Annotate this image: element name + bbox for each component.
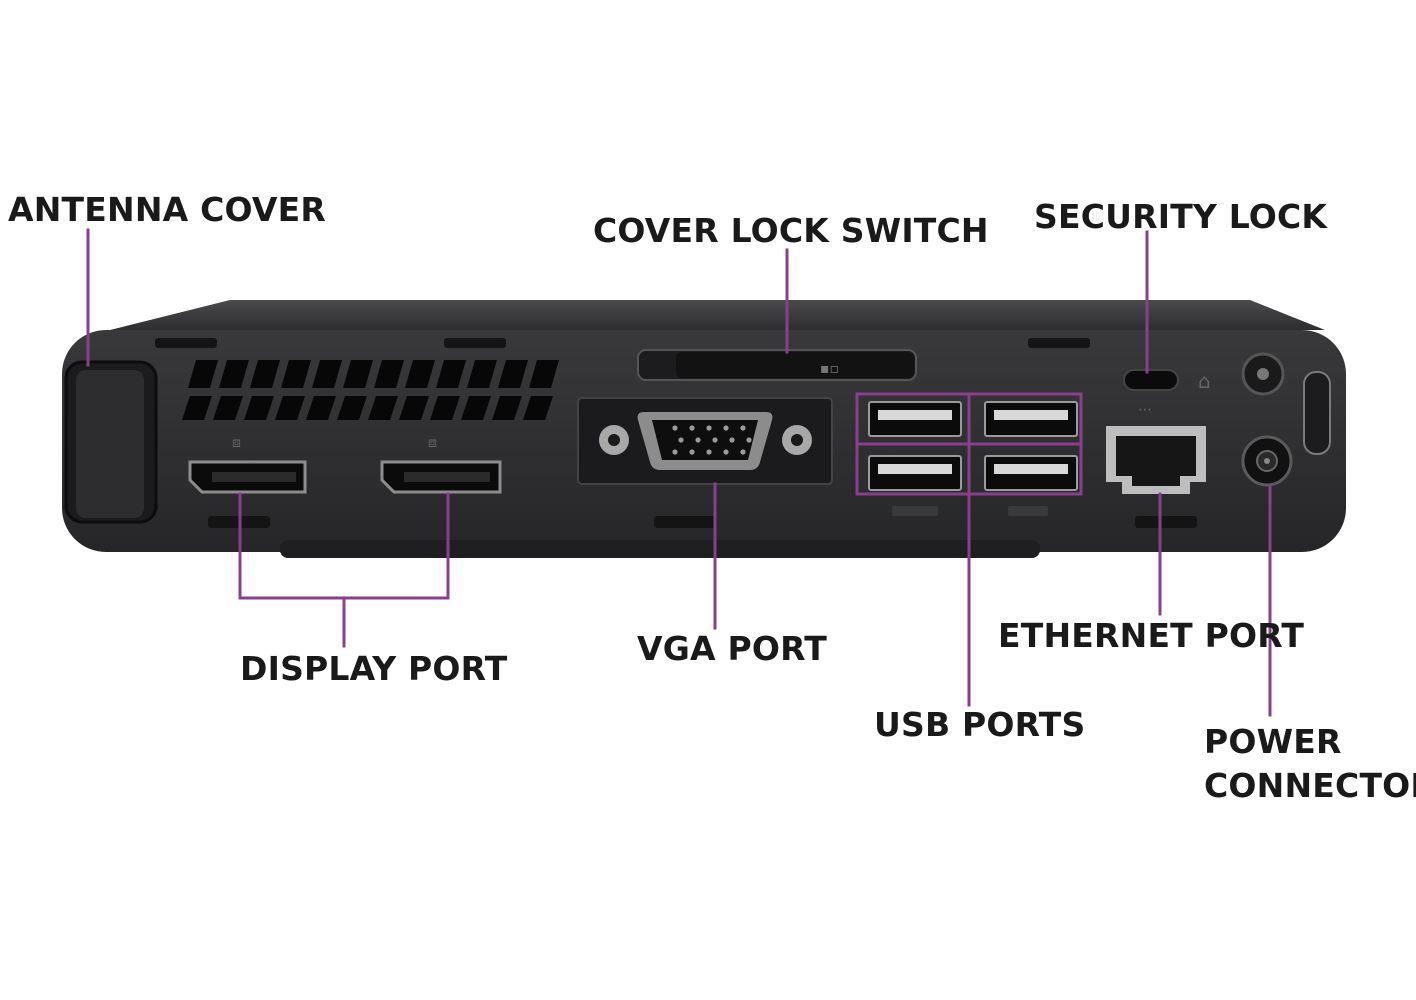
vga-pin [729,437,735,443]
cover-lock-switch: ▪▫ [637,349,917,381]
vent-slot [529,360,559,388]
label-power-connector-line1: POWER [1204,722,1342,761]
usb-port-3 [868,455,962,491]
vent-slot [461,396,491,420]
vent-slot [312,360,342,388]
label-antenna-cover: ANTENNA COVER [8,190,326,229]
vent-slot [436,360,466,388]
vent-slot [405,360,435,388]
vent-slot [523,396,553,420]
audio-jack [1241,352,1285,396]
svg-text:▪▫: ▪▫ [820,361,839,377]
label-usb-ports: USB PORTS [874,705,1086,744]
display-port-2: ⧈ [380,435,502,494]
vga-pin [689,449,695,455]
power-connector-port [1241,435,1293,487]
usb-ports [868,401,1078,516]
vent-slot [219,360,249,388]
vga-pin [689,425,695,431]
label-power-connector-line2: CONNECTOR [1204,765,1416,805]
side-latch [1303,371,1331,455]
vent-slot [250,360,280,388]
vent-slot [337,396,367,420]
ethernet-port: ⋯ [1106,402,1206,494]
vga-pin [723,449,729,455]
label-vga-port: VGA PORT [637,629,827,668]
svg-text:⧈: ⧈ [428,435,437,451]
vent-slot [343,360,373,388]
vent-slot [213,396,243,420]
vent-slot [492,396,522,420]
vent-slot [244,396,274,420]
usb-port-1 [868,401,962,437]
callout-lines [86,228,1272,717]
svg-text:⌂: ⌂ [1198,369,1211,393]
label-ethernet-port: ETHERNET PORT [998,616,1305,655]
vent-slot [374,360,404,388]
display-port-1: ⧈ [188,435,307,494]
vga-pin [672,449,678,455]
vent-slot [281,360,311,388]
vga-pin [706,425,712,431]
svg-text:⋯: ⋯ [1138,402,1152,418]
vent-grille [182,360,559,420]
label-cover-lock-switch: COVER LOCK SWITCH [593,211,989,250]
vga-pin [712,437,718,443]
vent-slot [306,396,336,420]
vga-pin [678,437,684,443]
vga-pin [740,449,746,455]
antenna-cover [64,360,158,524]
svg-text:⧈: ⧈ [232,435,241,451]
vga-pin [723,425,729,431]
vent-slot [498,360,528,388]
usb-port-2 [984,401,1078,437]
label-security-lock: SECURITY LOCK [1034,197,1328,236]
vent-slot [182,396,212,420]
vent-slot [368,396,398,420]
vent-slot [430,396,460,420]
vent-slot [188,360,218,388]
vga-pin [746,437,752,443]
label-power-connector: POWER CONNECTOR [1204,720,1416,807]
vent-slot [467,360,497,388]
vent-slot [275,396,305,420]
security-lock-slot: ⌂ [1123,369,1211,393]
vga-pin [740,425,746,431]
vent-slot [399,396,429,420]
vga-port [577,397,833,485]
vga-pin [695,437,701,443]
usb-port-4 [984,455,1078,491]
vga-pin [706,449,712,455]
label-display-port: DISPLAY PORT [240,649,508,688]
vga-pin [672,425,678,431]
